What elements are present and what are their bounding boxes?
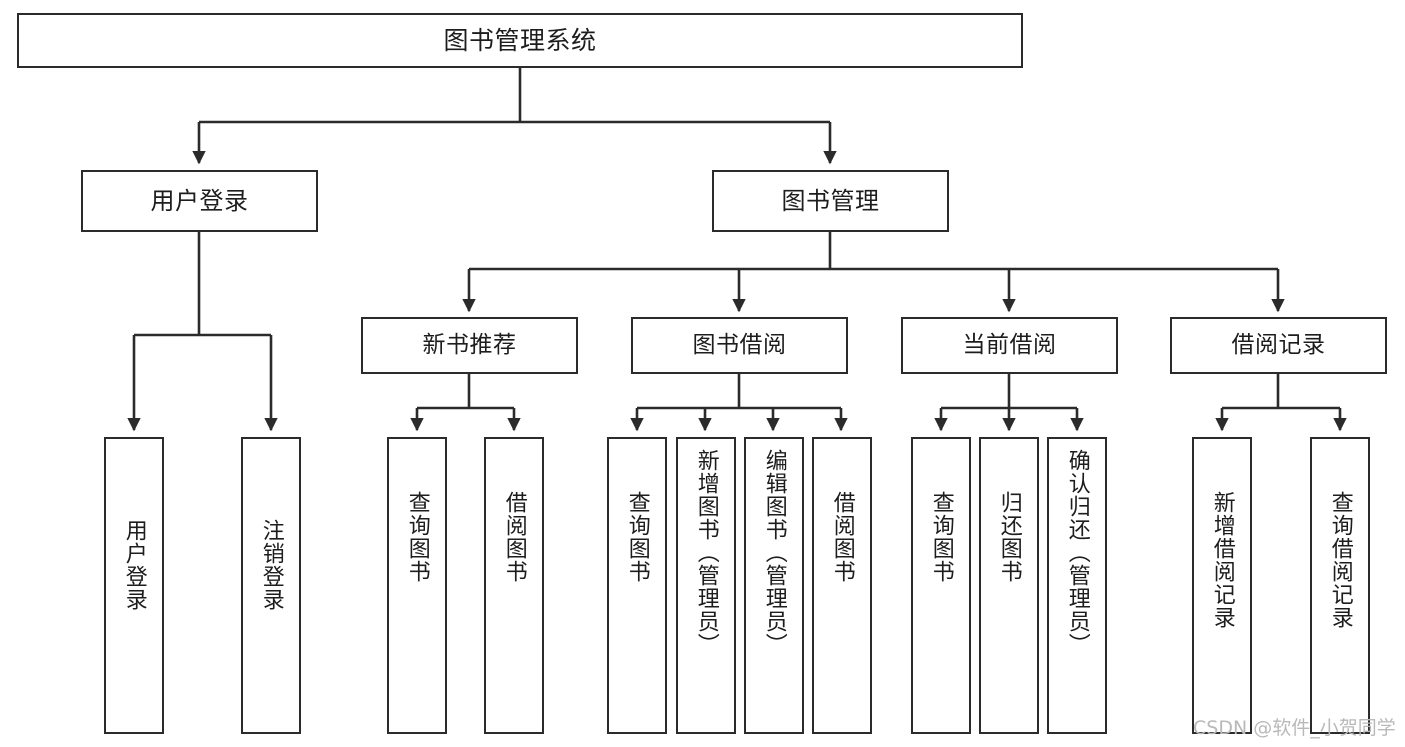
node-leaf-query-borrow-record[interactable]: 查询借阅记录 [1310,437,1370,734]
node-leaf-user-login[interactable]: 用户登录 [104,437,164,734]
node-leaf-borrow-book-recommend[interactable]: 借阅图书 [484,437,544,734]
node-label: 用户登录 [121,519,147,611]
node-label: 注销登录 [258,519,284,611]
watermark-text: CSDN @软件_小贺同学 [1193,717,1396,739]
node-leaf-edit-book-admin[interactable]: 编辑图书（管理员） [744,437,804,734]
node-book-borrow[interactable]: 图书借阅 [631,317,848,374]
node-label: 查询借阅记录 [1327,491,1353,629]
node-leaf-query-book-current[interactable]: 查询图书 [911,437,971,734]
node-label: 当前借阅 [962,331,1057,358]
node-book-management[interactable]: 图书管理 [712,170,949,232]
node-label: 编辑图书（管理员） [761,449,787,656]
node-leaf-query-book-recommend[interactable]: 查询图书 [387,437,447,734]
node-label: 查询图书 [624,491,650,583]
node-label: 新增图书（管理员） [693,449,719,656]
node-leaf-add-book-admin[interactable]: 新增图书（管理员） [676,437,736,734]
node-label: 图书管理 [781,186,880,215]
node-label: 图书借阅 [692,331,787,358]
node-leaf-return-book[interactable]: 归还图书 [979,437,1039,734]
node-leaf-query-book[interactable]: 查询图书 [607,437,667,734]
node-label: 图书管理系统 [443,25,597,55]
node-current-borrow[interactable]: 当前借阅 [901,317,1118,374]
node-label: 借阅图书 [501,491,527,583]
node-leaf-add-borrow-record[interactable]: 新增借阅记录 [1192,437,1252,734]
node-leaf-confirm-return-admin[interactable]: 确认归还（管理员） [1047,437,1107,734]
node-label: 查询图书 [404,491,430,583]
node-label: 新书推荐 [422,331,517,358]
node-label: 借阅记录 [1231,331,1326,358]
node-label: 借阅图书 [829,491,855,583]
node-leaf-logout[interactable]: 注销登录 [241,437,301,734]
node-new-book-recommend[interactable]: 新书推荐 [361,317,578,374]
node-label: 用户登录 [150,186,249,215]
node-label: 查询图书 [928,491,954,583]
node-borrow-record[interactable]: 借阅记录 [1170,317,1387,374]
node-label: 确认归还（管理员） [1064,449,1090,656]
node-label: 新增借阅记录 [1209,491,1235,629]
node-label: 归还图书 [996,491,1022,583]
node-user-login[interactable]: 用户登录 [81,170,318,232]
node-root-book-management-system[interactable]: 图书管理系统 [17,13,1023,68]
node-leaf-borrow-book[interactable]: 借阅图书 [812,437,872,734]
